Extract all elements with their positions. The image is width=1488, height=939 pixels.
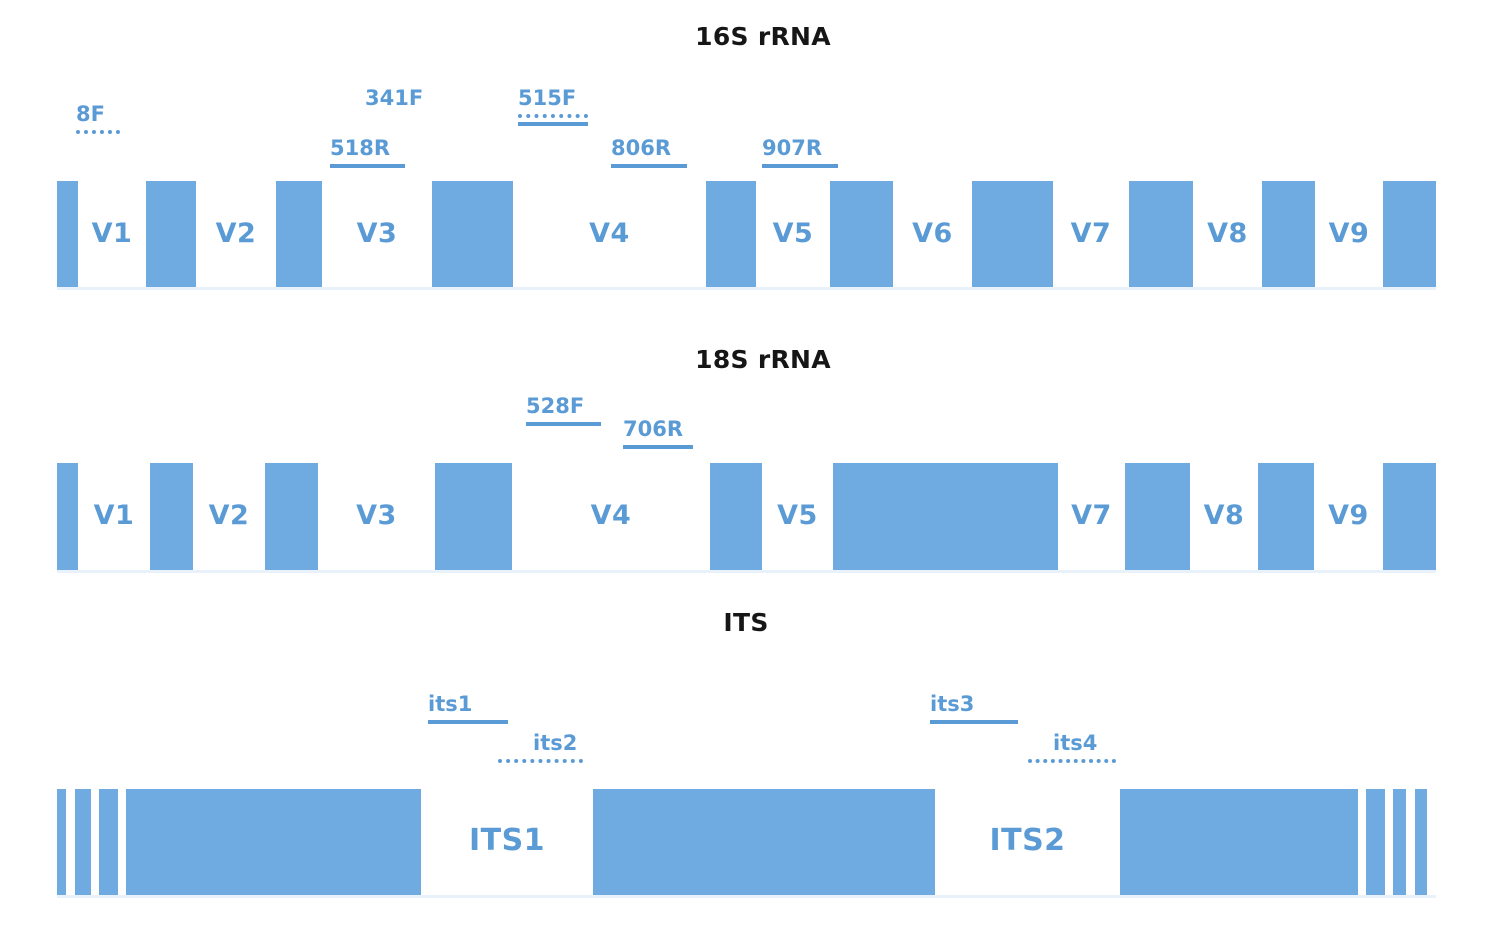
primer-label-518r: 518R [330, 138, 405, 168]
its-flank-left-2 [75, 789, 91, 895]
region-label: V9 [1328, 500, 1369, 531]
primer-label-806r: 806R [611, 138, 687, 168]
panel-title-its: ITS [723, 608, 769, 637]
region-16s-v5: V5 [756, 181, 830, 287]
primer-text-706r: 706R [623, 417, 684, 441]
primer-text-8f: 8F [76, 102, 105, 126]
region-16s-v8: V8 [1193, 181, 1262, 287]
region-label: V1 [91, 217, 133, 249]
primer-label-515f: 515F [518, 88, 588, 126]
primer-underline-its2 [498, 759, 583, 763]
primer-label-8f: 8F [76, 104, 120, 134]
primer-text-its2: its2 [533, 731, 578, 755]
primer-underline-8f [76, 130, 120, 134]
primer-underline-706r [623, 445, 693, 449]
region-its-its2: ITS2 [935, 789, 1120, 895]
primer-underline-907r [762, 164, 838, 168]
region-16s-v3: V3 [322, 181, 432, 287]
region-18s-v7: V7 [1058, 463, 1125, 570]
primer-text-907r: 907R [762, 136, 823, 160]
primer-underline-806r [611, 164, 687, 168]
primer-underline-518r [330, 164, 405, 168]
region-16s-v6: V6 [893, 181, 972, 287]
region-label: V2 [215, 217, 257, 249]
panel-title-18s: 18S rRNA [695, 345, 831, 374]
region-16s-v1: V1 [78, 181, 146, 287]
primer-text-806r: 806R [611, 136, 672, 160]
region-18s-v8: V8 [1190, 463, 1258, 570]
primer-label-its2: its2 [498, 731, 583, 763]
its-flank-left-3 [99, 789, 118, 895]
primer-label-its4: its4 [1028, 731, 1116, 763]
region-18s-v3: V3 [318, 463, 435, 570]
region-label: V3 [356, 500, 397, 531]
primer-label-341f: 341F [365, 88, 423, 109]
region-16s-v2: V2 [196, 181, 276, 287]
region-label: V1 [93, 500, 135, 531]
bar-shadow-16s [57, 287, 1436, 290]
region-18s-v4: V4 [512, 463, 710, 570]
primer-label-528f: 528F [526, 396, 601, 426]
region-18s-v1: V1 [78, 463, 150, 570]
region-its-its1: ITS1 [421, 789, 593, 895]
primer-text-528f: 528F [526, 394, 585, 418]
region-18s-v2: V2 [193, 463, 265, 570]
region-16s-v9: V9 [1315, 181, 1383, 287]
region-label: V8 [1203, 500, 1245, 531]
bar-shadow-18s [57, 570, 1436, 573]
primer-text-341f: 341F [365, 86, 424, 110]
primer-underline-its1 [428, 720, 508, 724]
region-label: V5 [777, 500, 818, 531]
region-label: V3 [356, 217, 398, 249]
its-flank-right-2 [1393, 789, 1406, 895]
its-flank-right-1 [1366, 789, 1385, 895]
gene-bar-18s: V1 V2 V3 V4 V5 V7 V8 V9 [57, 463, 1436, 570]
region-16s-v4: V4 [513, 181, 706, 287]
region-label: V4 [590, 500, 632, 531]
primer-label-706r: 706R [623, 419, 693, 449]
region-label: V7 [1071, 500, 1112, 531]
primer-text-515f: 515F [518, 86, 577, 110]
gene-bar-16s: V1 V2 V3 V4 V5 V6 V7 V8 V9 [57, 181, 1436, 287]
bar-shadow-its [57, 895, 1436, 898]
primer-label-its1: its1 [428, 694, 508, 724]
region-label: V7 [1070, 217, 1112, 249]
primer-text-its1: its1 [428, 692, 473, 716]
region-label: V9 [1328, 217, 1370, 249]
region-18s-v5: V5 [762, 463, 833, 570]
primer-underline-its4 [1028, 759, 1116, 763]
primer-underline-its3 [930, 720, 1018, 724]
its-flank-left-1 [57, 789, 66, 895]
primer-text-its3: its3 [930, 692, 975, 716]
region-label: V6 [912, 217, 953, 249]
primer-text-its4: its4 [1053, 731, 1098, 755]
primer-underline-515f-b [518, 122, 588, 126]
its-flank-right-3 [1415, 789, 1427, 895]
region-label: V8 [1207, 217, 1248, 249]
primer-label-its3: its3 [930, 694, 1018, 724]
region-label: ITS2 [989, 823, 1066, 858]
region-label: V2 [208, 500, 250, 531]
primer-underline-528f [526, 422, 601, 426]
primer-underline-515f-a [518, 114, 588, 118]
region-label: V5 [772, 217, 814, 249]
gene-bar-its: ITS1 ITS2 [126, 789, 1358, 895]
panel-title-16s: 16S rRNA [695, 22, 831, 51]
region-18s-v9: V9 [1314, 463, 1383, 570]
primer-text-518r: 518R [330, 136, 391, 160]
primer-label-907r: 907R [762, 138, 838, 168]
region-label: V4 [589, 217, 630, 249]
region-16s-v7: V7 [1053, 181, 1129, 287]
region-label: ITS1 [468, 823, 546, 858]
